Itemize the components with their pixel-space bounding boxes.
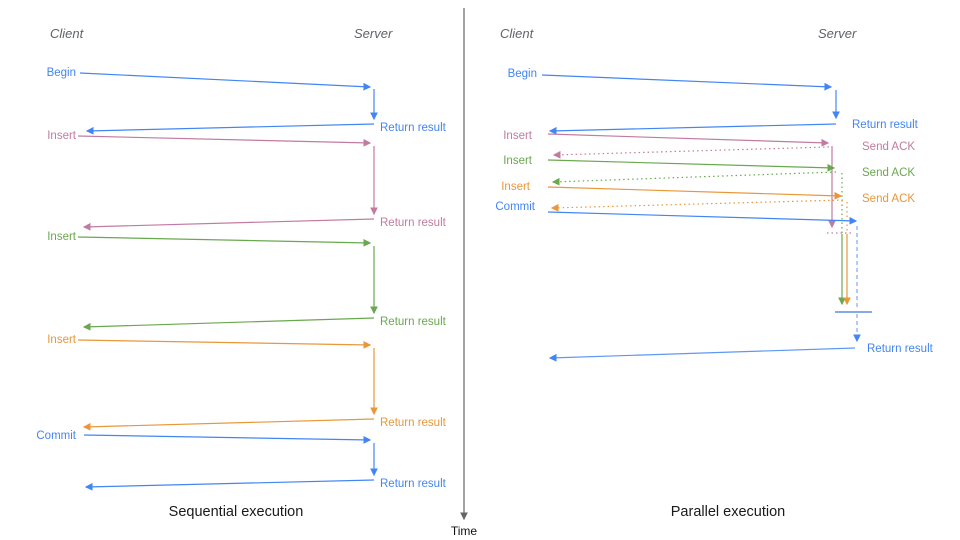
seq-insert2-label: Insert [47,231,77,243]
seq-insert3-label: Insert [47,334,77,346]
par-call-commit: Commit Return result [495,201,934,362]
seq-insert3-request-arrow [77,339,372,349]
seq-insert2-request-arrow [77,236,372,247]
seq-client-header: Client [50,26,85,41]
par-insert1-request-arrow [547,133,830,147]
par-insert1-ack-arrow [552,146,830,159]
seq-insert1-return-label: Return result [380,217,447,229]
seq-commit-return-arrow [84,479,375,491]
par-begin-return-label: Return result [852,119,919,131]
seq-server-header: Server [354,26,393,41]
seq-begin-request-arrow [79,72,372,91]
seq-insert1-label: Insert [47,130,77,142]
seq-commit-return-label: Return result [380,478,447,490]
par-client-header: Client [500,26,535,41]
par-call-insert-1: Insert Send ACK [503,130,915,229]
parallel-panel: Client Server Begin Return result Insert… [495,26,933,520]
par-call-insert-2: Insert Send ACK [503,155,915,306]
sequential-title: Sequential execution [169,504,304,520]
par-insert3-label: Insert [501,181,531,193]
seq-insert3-return-arrow [82,418,375,431]
par-insert1-ack-label: Send ACK [862,141,915,153]
seq-begin-label: Begin [47,67,76,79]
seq-call-insert-1: Insert Return result [47,130,447,231]
par-commit-return-label: Return result [867,343,934,355]
par-insert3-request-arrow [547,186,843,200]
seq-insert2-return-label: Return result [380,316,447,328]
seq-call-insert-2: Insert Return result [47,231,447,331]
par-insert1-label: Insert [503,130,533,142]
seq-commit-label: Commit [36,430,76,442]
parallel-title: Parallel execution [671,504,785,520]
seq-insert1-request-arrow [77,135,372,147]
seq-call-begin: Begin Return result [47,67,447,135]
par-insert2-label: Insert [503,155,533,167]
seq-insert3-return-label: Return result [380,417,447,429]
par-insert3-ack-arrow [550,199,844,212]
par-insert3-ack-label: Send ACK [862,193,915,205]
seq-commit-request-arrow [83,434,372,444]
par-insert2-request-arrow [547,159,836,172]
par-insert2-ack-arrow [551,171,837,186]
par-call-begin: Begin Return result [508,68,919,135]
par-commit-return-arrow [548,347,856,362]
par-server-header: Server [818,26,857,41]
time-axis-label: Time [451,524,478,538]
par-insert2-ack-label: Send ACK [862,167,915,179]
par-begin-request-arrow [541,74,833,91]
par-commit-request-arrow [547,211,858,225]
seq-call-insert-3: Insert Return result [47,334,447,431]
par-begin-return-arrow [548,123,837,135]
par-call-insert-3: Insert Send ACK [501,181,915,306]
par-begin-label: Begin [508,68,537,80]
seq-insert1-return-arrow [82,218,375,231]
seq-call-commit: Commit Return result [36,430,447,491]
seq-begin-return-arrow [85,123,375,135]
time-axis: Time [451,8,478,538]
seq-begin-return-label: Return result [380,122,447,134]
par-commit-label: Commit [495,201,535,213]
seq-insert2-return-arrow [82,317,375,331]
sequential-panel: Client Server Begin Return result Insert… [36,26,446,520]
